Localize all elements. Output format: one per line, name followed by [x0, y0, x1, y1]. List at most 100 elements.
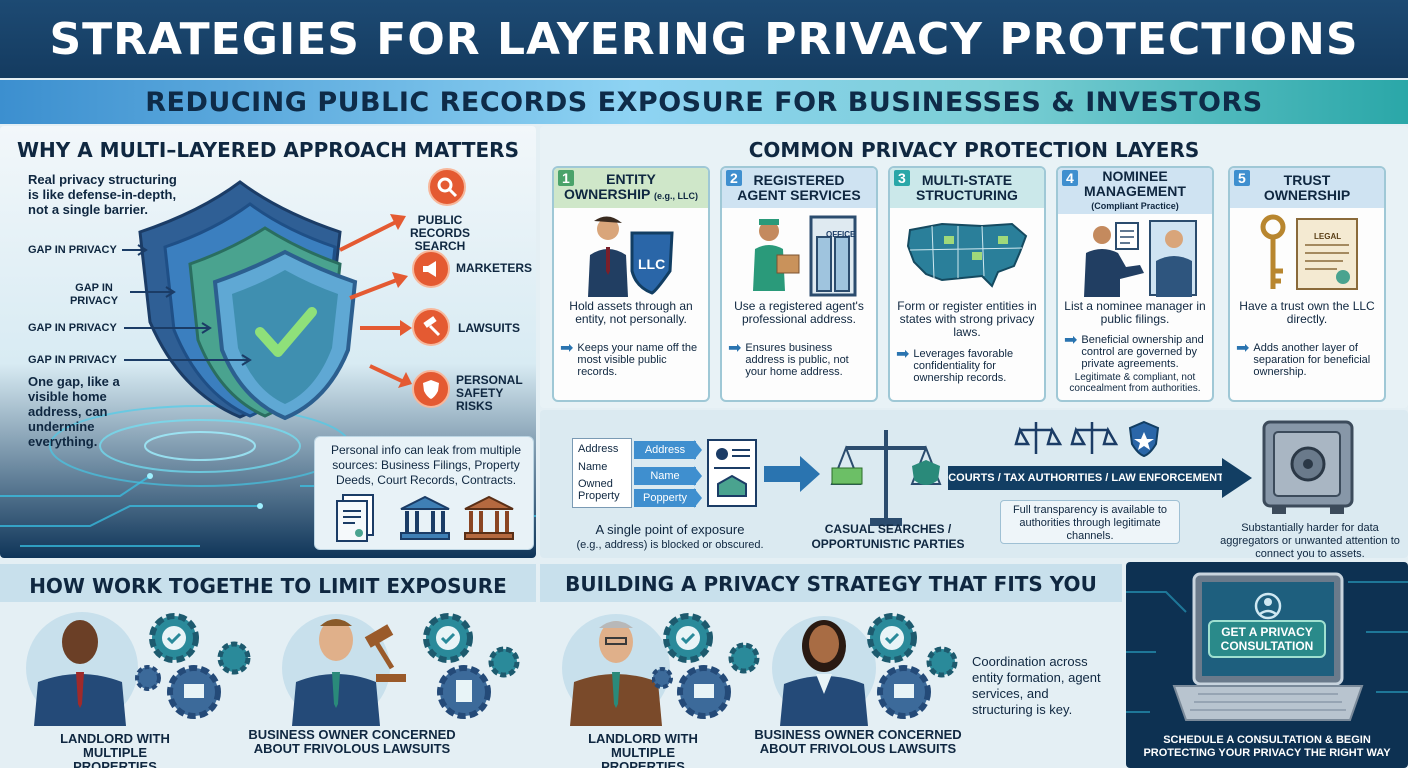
gear-shield-icon	[652, 613, 760, 719]
layer-note: Legitimate & compliant, not concealment …	[1069, 372, 1201, 394]
landlord-avatar	[26, 612, 138, 726]
harder-label: Substantially harder for data aggregator…	[1220, 522, 1400, 560]
layer-description: Form or register entities in states with…	[897, 299, 1037, 339]
handshake-icon	[1084, 220, 1197, 297]
page-title: STRATEGIES FOR LAYERING PRIVACY PROTECTI…	[49, 13, 1359, 65]
layer-illustration	[1058, 214, 1212, 300]
why-panel: WHY A MULTI–LAYERED APPROACH MATTERS Rea…	[0, 126, 536, 558]
record-fields-box	[572, 438, 632, 508]
layer-bullet-text: Leverages favorable confidentiality for …	[913, 348, 1014, 384]
field-address: Address	[578, 443, 619, 455]
gap-note: One gap, like a visible home address, ca…	[28, 374, 120, 449]
gavel-icon	[412, 308, 450, 346]
layer-description: Have a trust own the LLC directly.	[1239, 299, 1375, 326]
layer-bullet: ➡Keeps your name off the most visible pu…	[554, 340, 708, 379]
businessman-with-llc-shield-icon	[588, 216, 674, 297]
subtitle-bar: REDUCING PUBLIC RECORDS EXPOSURE FOR BUS…	[0, 80, 1408, 124]
arrow-right-icon: ➡	[896, 346, 910, 363]
layer-card-registered-agent: REGISTERED AGENT SERVICES 2 OFFICE Use a…	[720, 166, 878, 402]
gap-label: GAP IN PRIVACY	[69, 282, 119, 307]
transparency-box	[1000, 500, 1180, 544]
layer-description: Use a registered agent's professional ad…	[734, 299, 864, 326]
page-subtitle: REDUCING PUBLIC RECORDS EXPOSURE FOR BUS…	[145, 86, 1263, 118]
authority-icons	[1014, 420, 1160, 458]
masked-name: Name	[634, 467, 696, 485]
us-map-icon	[906, 222, 1028, 288]
layer-title: ENTITY	[606, 171, 656, 187]
leak-text: Personal info can leak from multiple sou…	[330, 443, 522, 487]
persona-landlord: LANDLORD WITH MULTIPLE PROPERTIES	[588, 731, 698, 768]
layer-number: 5	[1234, 170, 1250, 186]
blocking-arrow-icon	[764, 456, 820, 492]
arrow-right-icon: ➡	[560, 340, 574, 357]
exposure-label: A single point of exposure	[595, 522, 745, 537]
field-name: Name	[578, 461, 608, 473]
why-intro: Real privacy structuring is like defense…	[28, 172, 177, 217]
office-sign: OFFICE	[826, 230, 856, 239]
coordination-text: Coordination across entity formation, ag…	[972, 654, 1101, 717]
cta-tagline: SCHEDULE A CONSULTATION & BEGIN PROTECTI…	[1143, 734, 1391, 759]
search-icon	[428, 168, 466, 206]
layer-header: MULTI-STATE STRUCTURING	[890, 168, 1044, 208]
layer-header: TRUST OWNERSHIP	[1230, 168, 1384, 208]
masked-property: Popperty	[634, 489, 696, 507]
arrow-right-icon: ➡	[1236, 340, 1250, 357]
risk-personal-safety: PERSONAL SAFETY RISKS	[456, 373, 523, 413]
older-landlord-avatar	[562, 614, 670, 726]
layer-title: NOMINEE	[1102, 167, 1168, 184]
key-and-scroll-icon	[1260, 214, 1358, 290]
layer-illustration	[890, 208, 1044, 300]
layer-description: Hold assets through an entity, not perso…	[569, 299, 693, 326]
title-bar: STRATEGIES FOR LAYERING PRIVACY PROTECTI…	[0, 0, 1408, 78]
masked-address: Address	[634, 441, 696, 459]
gap-label: GAP IN PRIVACY	[28, 244, 117, 256]
gap-label: GAP IN PRIVACY	[28, 354, 117, 366]
build-title-bar	[540, 564, 1122, 602]
gear-bank-icon	[867, 613, 958, 719]
layer-title-line2: OWNERSHIP (e.g., LLC)	[564, 187, 698, 204]
layer-description: List a nominee manager in public filings…	[1064, 299, 1206, 326]
balance-scale-icon	[830, 430, 942, 526]
layer-bullet-text: Ensures business address is public, not …	[745, 342, 849, 378]
layer-illustration	[554, 208, 708, 300]
layer-card-trust: TRUST OWNERSHIP 5 LEGAL Have a trust own…	[1228, 166, 1386, 402]
persona-business-owner: BUSINESS OWNER CONCERNED ABOUT FRIVOLOUS…	[248, 727, 456, 756]
layer-number: 2	[726, 170, 742, 186]
legal-scroll-label: LEGAL	[1314, 232, 1342, 241]
gap-label: GAP IN PRIVACY	[28, 322, 117, 334]
persona-landlord: LANDLORD WITH MULTIPLE PROPERTIES	[60, 731, 170, 768]
exposure-sub-label: (e.g., address) is blocked or obscured.	[576, 539, 764, 551]
gear-shield-icon	[135, 613, 251, 719]
layer-number: 4	[1062, 170, 1078, 186]
transparency-label: Full transparency is available to author…	[1012, 504, 1168, 542]
consultation-button-label: GET A PRIVACY CONSULTATION	[1220, 625, 1314, 653]
layer-header: ENTITY OWNERSHIP (e.g., LLC)	[554, 168, 708, 208]
risk-public-records: PUBLIC RECORDS SEARCH	[409, 213, 470, 253]
courts-authorities-bar: COURTS / TAX AUTHORITIES / LAW ENFORCEME…	[948, 466, 1224, 490]
why-title: WHY A MULTI–LAYERED APPROACH MATTERS	[17, 138, 519, 162]
leak-sources-box: Personal info can leak from multiple sou…	[314, 436, 534, 550]
masking-arrows	[694, 440, 702, 508]
consultation-button[interactable]: GET A PRIVACY CONSULTATION	[1208, 620, 1326, 658]
courthouse-icon	[464, 495, 514, 540]
layer-title: TRUST	[1283, 172, 1331, 188]
layer-number: 3	[894, 170, 910, 186]
risk-arrows	[339, 214, 412, 388]
document-icon	[336, 494, 374, 542]
layer-header: REGISTERED AGENT SERVICES	[722, 168, 876, 208]
layer-illustration	[1230, 208, 1384, 300]
layer-card-nominee: NOMINEE MANAGEMENT (Compliant Practice) …	[1056, 166, 1214, 402]
layer-header: NOMINEE MANAGEMENT (Compliant Practice)	[1058, 168, 1212, 214]
layer-bullet: ➡Beneficial ownership and control are go…	[1058, 332, 1212, 371]
layer-card-entity-ownership: ENTITY OWNERSHIP (e.g., LLC) 1 LLC Hold …	[552, 166, 710, 402]
megaphone-icon	[412, 250, 450, 288]
arrow-right-icon: ➡	[1064, 332, 1078, 349]
layer-title: MULTI-STATE	[921, 172, 1013, 188]
layer-bullet-text: Adds another layer of separation for ben…	[1253, 342, 1371, 378]
how-title-bar	[0, 564, 536, 602]
layer-title2: STRUCTURING	[916, 187, 1018, 203]
layer-bullet-text: Beneficial ownership and control are gov…	[1081, 334, 1204, 370]
cta-panel	[1126, 562, 1408, 768]
safety-shield-icon	[412, 370, 450, 408]
persona-business-owner: BUSINESS OWNER CONCERNED ABOUT FRIVOLOUS…	[754, 727, 962, 756]
